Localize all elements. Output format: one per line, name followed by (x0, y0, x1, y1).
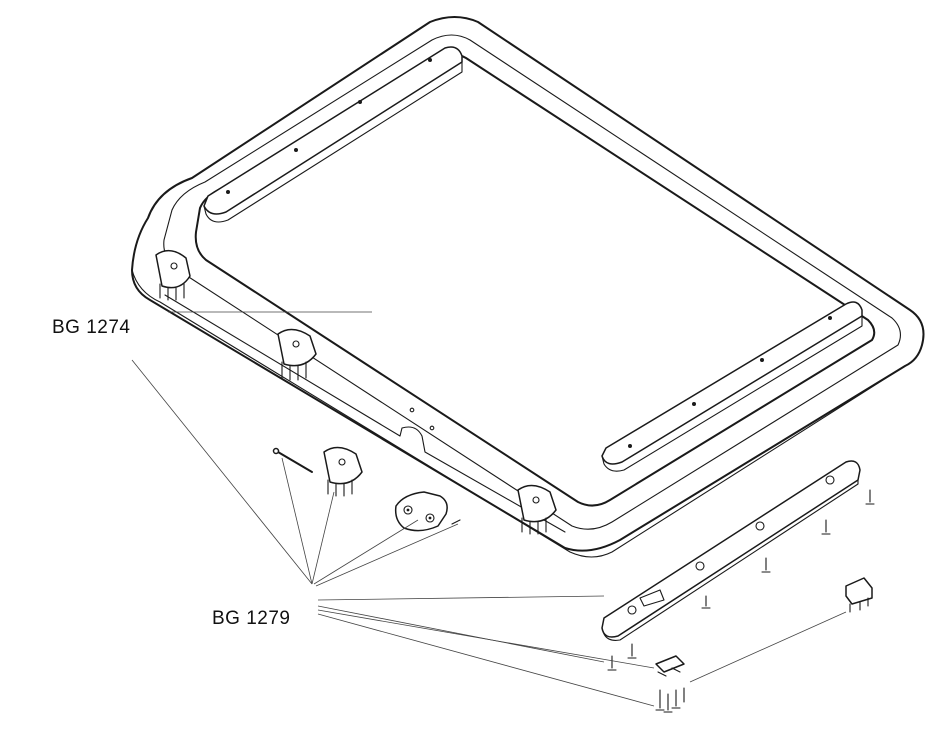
mounting-rail-top (203, 46, 463, 223)
clip-small (655, 655, 685, 677)
bracket-bar (601, 460, 861, 641)
frame-rim-outer (163, 34, 901, 530)
leader-lines (131, 311, 847, 707)
frame-rim-inner (194, 53, 876, 507)
frame-skirt-bottom (131, 269, 906, 558)
hatch-frame (131, 16, 925, 558)
hinge-left (155, 249, 191, 301)
frame-front-edge (164, 294, 566, 533)
hinge-right (517, 484, 557, 535)
mounting-rail-bottom (601, 301, 863, 472)
loose-hinge (323, 446, 363, 497)
hinge-middle (277, 328, 317, 381)
screw-cluster (655, 687, 685, 713)
corner-hinge (845, 577, 873, 613)
frame-outer-edge (131, 16, 925, 552)
bolt-set-bracket (607, 489, 875, 671)
latch-base (394, 491, 461, 532)
callout-bg-1279: BG 1279 (212, 608, 291, 629)
callout-bg-1274: BG 1274 (52, 317, 131, 338)
hinge-pin (272, 447, 313, 473)
